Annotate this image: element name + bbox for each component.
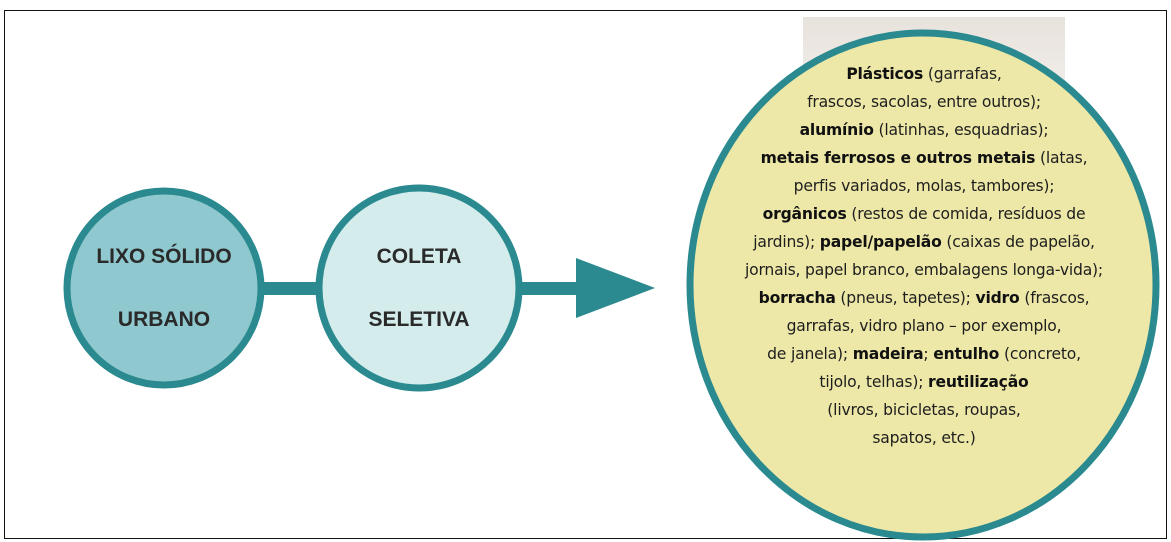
material-description-text: (frascos, (1019, 289, 1090, 307)
material-term: vidro (975, 289, 1020, 307)
material-description-text: (concreto, (999, 345, 1081, 363)
material-description-text: (restos de comida, resíduos de (846, 205, 1086, 223)
node-lixo-line2: URBANO (117, 307, 211, 331)
connector-bar-2 (520, 282, 580, 295)
node-lixo-line1: LIXO SÓLIDO (96, 244, 232, 268)
materials-oval (686, 29, 1160, 541)
node-coleta-seletiva-label: COLETA SELETIVA (319, 238, 519, 338)
material-description-text: (livros, bicicletas, roupas, (827, 401, 1021, 419)
node-lixo-solido-label: LIXO SÓLIDO URBANO (67, 238, 261, 338)
node-coleta-line1: COLETA (376, 244, 462, 268)
material-description-text: de janela); (767, 345, 853, 363)
material-description-text: tijolo, telhas); (819, 373, 929, 391)
material-term: papel/papelão (819, 233, 942, 251)
node-lixo-solido-circle (63, 187, 265, 389)
material-description-text: ; (923, 345, 934, 363)
material-term: metais ferrosos e outros metais (760, 149, 1036, 167)
material-term: Plásticos (846, 65, 924, 83)
material-term: reutilização (928, 373, 1029, 391)
material-term: orgânicos (762, 205, 847, 223)
material-description-text: sapatos, etc.) (872, 429, 976, 447)
material-term: borracha (758, 289, 836, 307)
material-description-text: (caixas de papelão, (941, 233, 1095, 251)
material-description-text: (latas, (1035, 149, 1088, 167)
material-description-text: perfis variados, molas, tambores); (793, 177, 1055, 195)
material-term: alumínio (799, 121, 874, 139)
node-coleta-seletiva-circle (315, 184, 523, 392)
material-description-text: jardins); (753, 233, 820, 251)
connector-bar-1 (255, 282, 325, 295)
material-description-text: jornais, papel branco, embalagens longa-… (745, 261, 1103, 279)
material-description-text: (garrafas, (923, 65, 1002, 83)
material-term: entulho (933, 345, 1000, 363)
arrow-head-icon (576, 258, 655, 318)
material-description-text: garrafas, vidro plano – por exemplo, (786, 317, 1062, 335)
materials-description: Plásticos (garrafas, frascos, sacolas, en… (696, 60, 1152, 452)
node-coleta-line2: SELETIVA (368, 307, 470, 331)
figure-frame (4, 10, 1167, 539)
material-description-text: frascos, sacolas, entre outros); (807, 93, 1041, 111)
material-description-text: (pneus, tapetes); (835, 289, 976, 307)
material-term: madeira (852, 345, 924, 363)
material-description-text: (latinhas, esquadrias); (873, 121, 1049, 139)
